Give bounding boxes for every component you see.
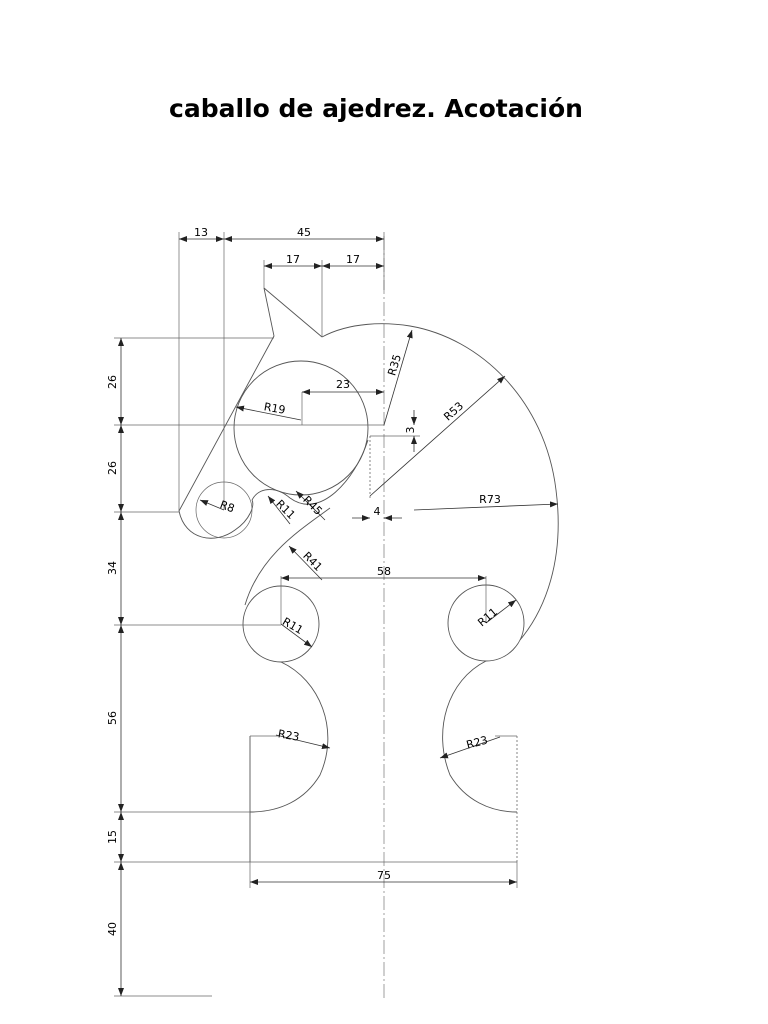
dim-4: 4 [352, 505, 402, 521]
radius-r11-right-foot: R11 [475, 599, 517, 629]
dim-58: 58 [280, 565, 487, 624]
svg-text:58: 58 [377, 565, 391, 578]
radius-r23-right: R23 [439, 734, 501, 759]
dim-45: 45 [224, 226, 384, 242]
dim-40: 40 [106, 922, 119, 936]
svg-text:R23: R23 [465, 734, 489, 752]
svg-text:4: 4 [374, 505, 381, 518]
svg-text:R73: R73 [479, 493, 501, 506]
dim-26-top: 26 [106, 375, 119, 389]
radius-r8: R8 [199, 498, 236, 515]
back-arc [321, 323, 559, 641]
svg-text:45: 45 [297, 226, 311, 239]
radius-r11-left-foot: R11 [280, 615, 313, 648]
radius-r35: R35 [383, 329, 413, 426]
svg-text:3: 3 [404, 427, 417, 434]
dim-23: 23 [301, 378, 384, 425]
dim-75: 75 [250, 869, 517, 885]
dim-17-left: 17 [264, 253, 322, 269]
dim-13: 13 [179, 226, 224, 242]
svg-text:17: 17 [286, 253, 300, 266]
radius-r73: R73 [413, 493, 559, 511]
svg-text:R11: R11 [280, 615, 305, 637]
svg-text:R35: R35 [385, 353, 404, 377]
radius-r23-left: R23 [275, 727, 331, 750]
page-title: caballo de ajedrez. Acotación [169, 94, 583, 123]
dim-17-right: 17 [322, 253, 384, 269]
svg-text:17: 17 [346, 253, 360, 266]
svg-text:75: 75 [377, 869, 391, 882]
svg-text:R23: R23 [277, 727, 301, 744]
nose-arc [178, 499, 254, 539]
ear-right-edge [263, 287, 323, 338]
neck-arc [244, 507, 331, 606]
left-body-arc [249, 661, 329, 813]
right-body-arc [442, 660, 518, 813]
extension-lines [114, 232, 518, 997]
jaw-arc [289, 439, 369, 505]
mouth-arc [251, 489, 291, 501]
radius-r41: R41 [288, 545, 325, 581]
svg-text:R41: R41 [300, 549, 324, 573]
dim-15: 15 [106, 830, 119, 844]
svg-text:23: 23 [336, 378, 350, 391]
dim-26-mid: 26 [106, 461, 119, 475]
ear-outline [178, 287, 275, 512]
knight-outline [178, 287, 559, 863]
dim-56: 56 [106, 711, 119, 725]
svg-text:13: 13 [194, 226, 208, 239]
svg-text:R11: R11 [475, 605, 500, 629]
dim-3: 3 [370, 410, 420, 452]
svg-text:R53: R53 [441, 399, 466, 423]
radius-r19: R19 [235, 400, 302, 421]
radius-r45: R45 [295, 490, 326, 521]
svg-text:R19: R19 [263, 400, 287, 417]
dim-34: 34 [106, 561, 119, 575]
svg-text:R8: R8 [218, 498, 236, 515]
